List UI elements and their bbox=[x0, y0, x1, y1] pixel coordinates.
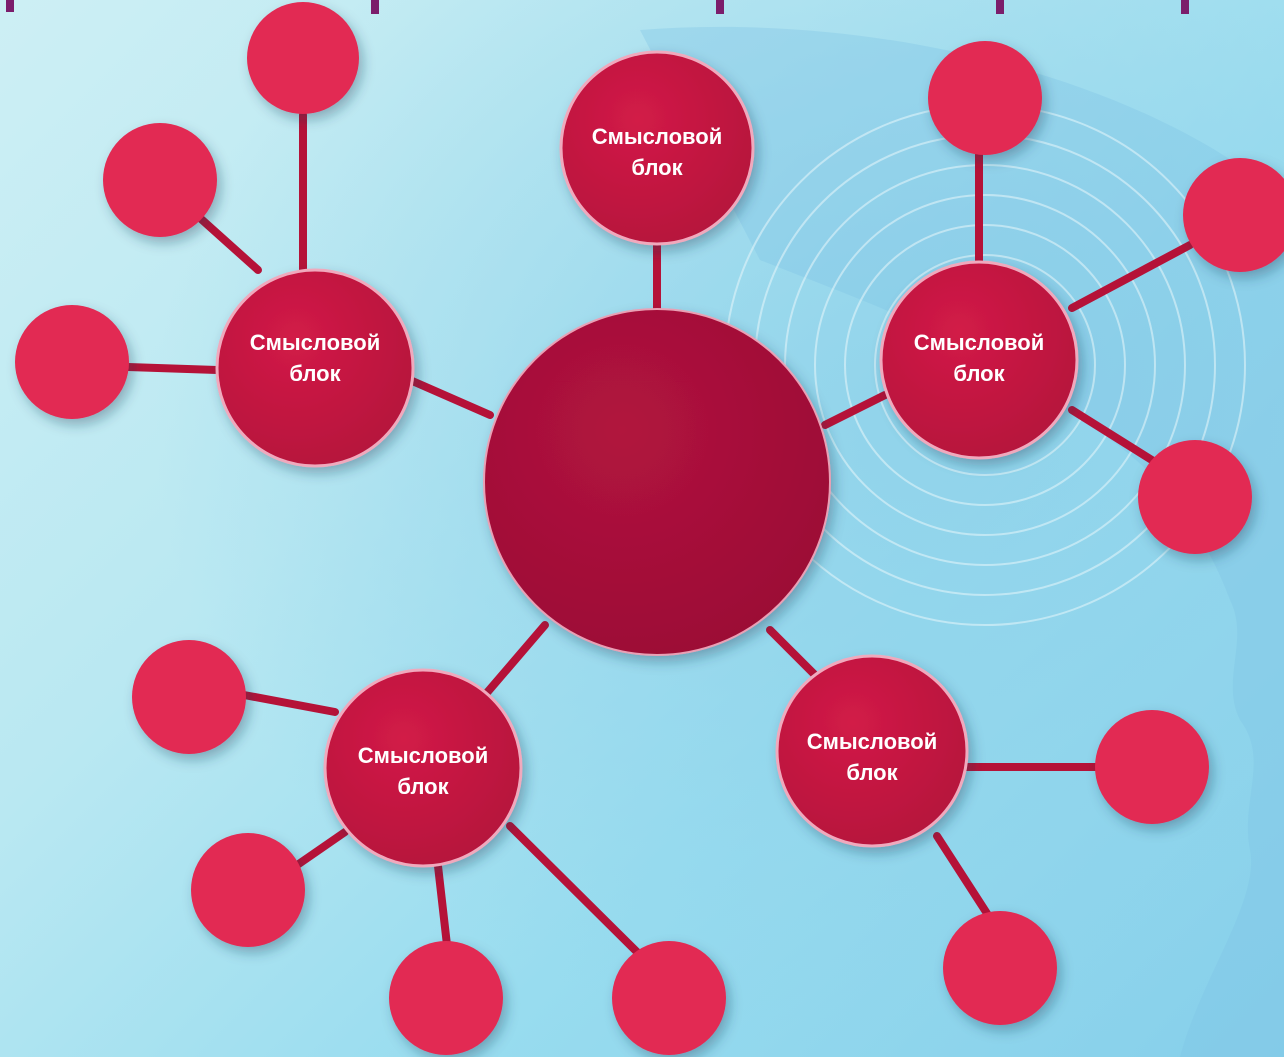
center-node bbox=[483, 308, 831, 656]
leaf-bottom-left-3 bbox=[389, 941, 503, 1055]
connectors bbox=[124, 111, 1194, 959]
block-bottom-left: Смысловой блок bbox=[323, 668, 523, 868]
leaf-left-1 bbox=[247, 2, 359, 114]
connector-center-bottom-left bbox=[481, 621, 549, 699]
connector-center-left bbox=[406, 376, 494, 419]
connector-bottom-left-leaf-1 bbox=[240, 691, 339, 716]
leaf-bottom-left-4 bbox=[612, 941, 726, 1055]
leaf-right-2 bbox=[1183, 158, 1284, 272]
block-top-label-line1: Смысловой bbox=[592, 124, 723, 149]
connector-left-leaf-3 bbox=[124, 363, 221, 374]
connector-left-leaf-2 bbox=[196, 214, 262, 274]
block-left: Смысловой блок bbox=[215, 268, 415, 468]
block-left-label-line2: блок bbox=[289, 361, 341, 386]
block-bottom-right-label-line2: блок bbox=[846, 760, 898, 785]
block-right-label-line2: блок bbox=[953, 361, 1005, 386]
connector-center-right bbox=[821, 391, 889, 429]
connector-bottom-left-leaf-4 bbox=[506, 822, 644, 959]
connector-bottom-right-leaf-2 bbox=[933, 832, 992, 919]
block-bottom-right-label-line1: Смысловой bbox=[807, 729, 938, 754]
block-bottom-left-label-line2: блок bbox=[397, 774, 449, 799]
leaf-right-3 bbox=[1138, 440, 1252, 554]
connector-bottom-left-leaf-3 bbox=[434, 862, 451, 949]
leaf-right-1 bbox=[928, 41, 1042, 155]
connector-bottom-left-leaf-2 bbox=[286, 828, 349, 874]
block-top: Смысловой блок bbox=[559, 50, 755, 246]
leaf-nodes bbox=[15, 2, 1284, 1055]
block-right: Смысловой блок bbox=[879, 260, 1079, 460]
block-bottom-right: Смысловой блок bbox=[775, 654, 969, 848]
cropped-heading bbox=[6, 0, 1189, 14]
connector-right-leaf-2 bbox=[1068, 241, 1194, 312]
leaf-bottom-left-2 bbox=[191, 833, 305, 947]
leaf-bottom-right-1 bbox=[1095, 710, 1209, 824]
block-left-label-line1: Смысловой bbox=[250, 330, 381, 355]
block-bottom-left-label-line1: Смысловой bbox=[358, 743, 489, 768]
leaf-left-2 bbox=[103, 123, 217, 237]
connector-center-bottom-right bbox=[766, 626, 824, 684]
block-right-label-line1: Смысловой bbox=[914, 330, 1045, 355]
block-top-label-line2: блок bbox=[631, 155, 683, 180]
leaf-bottom-left-1 bbox=[132, 640, 246, 754]
connector-right-leaf-3 bbox=[1068, 406, 1159, 466]
leaf-left-3 bbox=[15, 305, 129, 419]
leaf-bottom-right-2 bbox=[943, 911, 1057, 1025]
